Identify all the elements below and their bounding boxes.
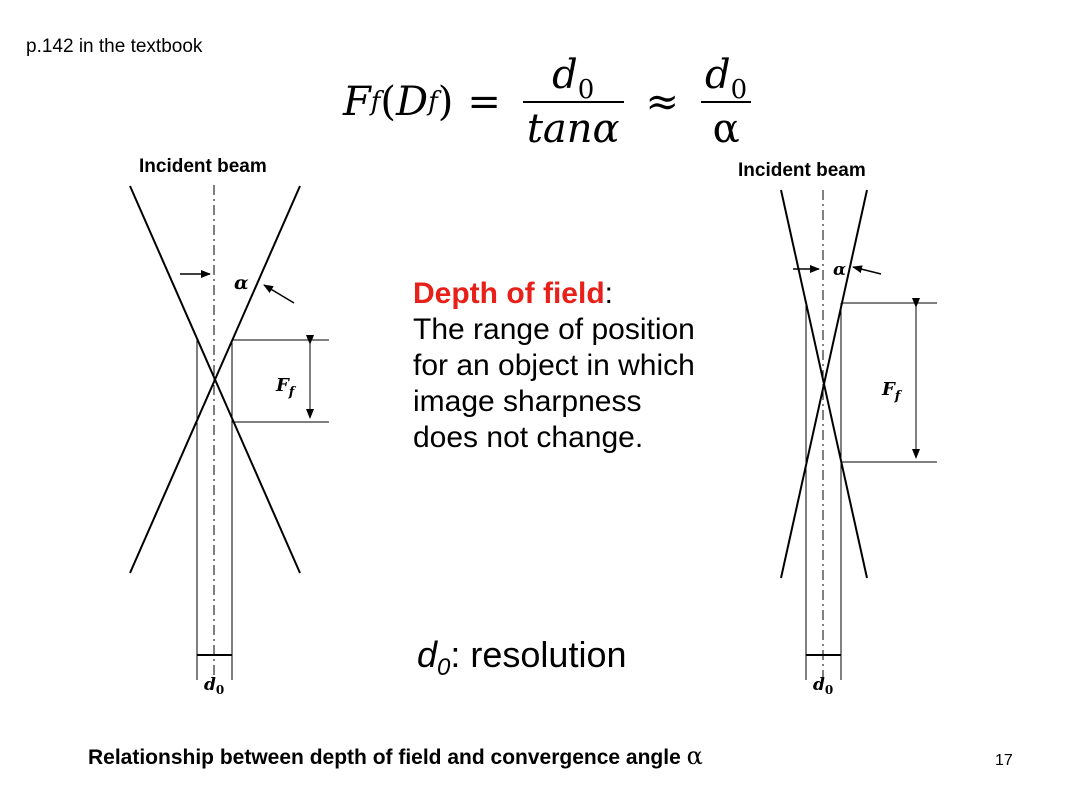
resolution-text: : resolution bbox=[450, 634, 627, 675]
fraction2-denominator-alpha: α bbox=[712, 106, 740, 152]
fraction-numerator-sub: 0 bbox=[577, 75, 595, 105]
left-ff-label: Ff bbox=[275, 375, 297, 400]
resolution-symbol-sub: 0 bbox=[437, 654, 451, 681]
formula-lhs: F bbox=[343, 79, 371, 125]
fraction-denominator-tan: tanα bbox=[526, 106, 620, 152]
right-diagram: α Ff d0 bbox=[780, 189, 937, 697]
formula-approx: ≈ bbox=[645, 79, 680, 125]
page-number: 17 bbox=[995, 752, 1013, 769]
definition-text: The range of position for an object in w… bbox=[413, 313, 695, 454]
depth-of-field-definition: Depth of field: The range of position fo… bbox=[413, 276, 713, 456]
textbook-reference: p.142 in the textbook bbox=[26, 36, 203, 57]
right-alpha-arrow-right bbox=[852, 265, 882, 275]
right-alpha-label: α bbox=[833, 260, 846, 280]
left-alpha-label: α bbox=[234, 272, 249, 294]
definition-colon: : bbox=[604, 277, 613, 310]
left-alpha-arrow-right bbox=[263, 284, 295, 304]
caption-alpha-symbol: α bbox=[686, 742, 703, 770]
formula-lhs-arg-sub: f bbox=[428, 87, 438, 117]
formula-lhs-arg: D bbox=[396, 79, 429, 125]
fraction2-numerator-d: d bbox=[705, 52, 731, 98]
formula-lhs-sub: f bbox=[370, 87, 381, 117]
figure-caption: Relationship between depth of field and … bbox=[88, 742, 703, 770]
fraction-numerator-d: d bbox=[552, 52, 578, 98]
definition-term: Depth of field bbox=[413, 277, 605, 310]
fraction2-numerator-sub: 0 bbox=[730, 75, 748, 105]
formula-equals: = bbox=[467, 79, 501, 125]
right-beam-line-2 bbox=[780, 189, 868, 579]
right-d0-label: d0 bbox=[813, 675, 833, 697]
formula-fraction-tan: d0 tanα bbox=[522, 49, 624, 155]
left-d0-label: d0 bbox=[204, 675, 224, 697]
formula-fraction-alpha: d0 α bbox=[701, 49, 752, 155]
right-beam-label: Incident beam bbox=[738, 160, 866, 181]
caption-text: Relationship between depth of field and … bbox=[88, 746, 687, 769]
left-beam-line-2 bbox=[129, 185, 301, 574]
resolution-symbol: d bbox=[417, 634, 438, 675]
left-beam-label: Incident beam bbox=[139, 156, 267, 177]
right-ff-label: Ff bbox=[881, 379, 903, 404]
left-diagram: α Ff d0 bbox=[129, 185, 329, 697]
resolution-note: d0: resolution bbox=[417, 634, 627, 682]
